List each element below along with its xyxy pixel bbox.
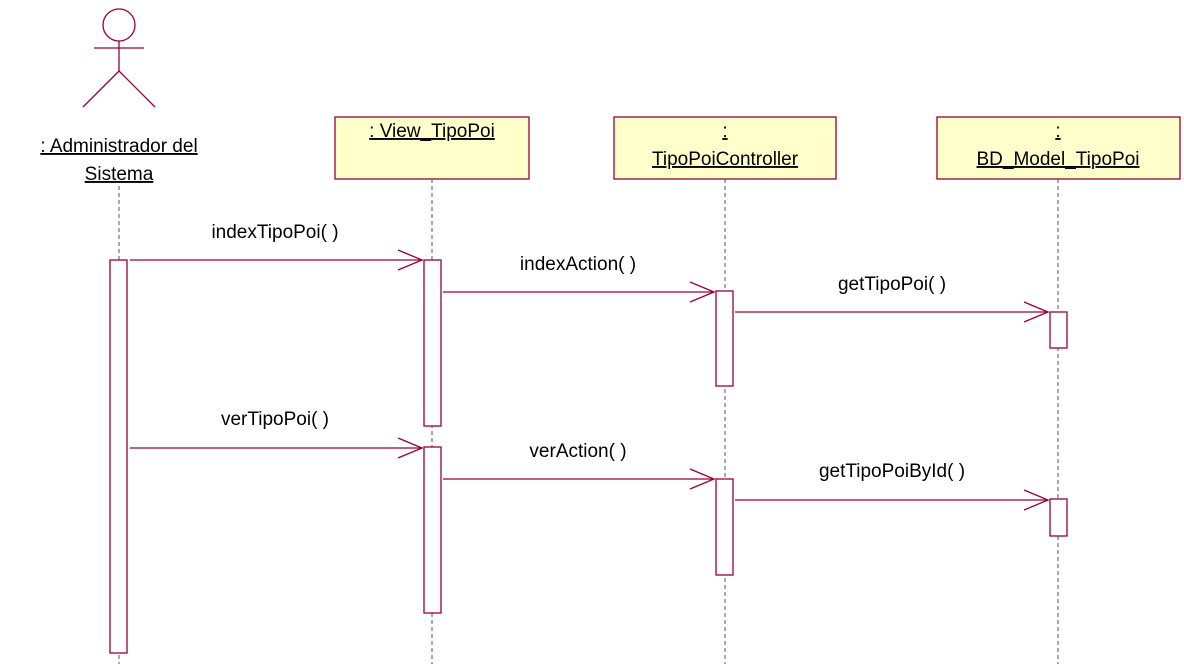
object-label-view: : View_TipoPoi [369, 121, 495, 142]
object-label-model-line2: BD_Model_TipoPoi [977, 149, 1140, 170]
message-label: verAction( ) [529, 441, 626, 462]
object-label-controller-line2: TipoPoiController [652, 149, 799, 170]
activation-controller-1 [715, 290, 734, 387]
message-index-tipo-poi: indexTipoPoi( ) [130, 222, 424, 271]
object-view-tipopoi: : View_TipoPoi [334, 116, 530, 180]
activation-view-2 [423, 446, 442, 614]
message-label: getTipoPoiById( ) [819, 461, 965, 482]
activation-view-1 [423, 259, 442, 427]
actor-label-line1: : Administrador del [40, 136, 197, 157]
actor-head [102, 8, 136, 42]
arrowhead [397, 437, 424, 459]
object-tipopoi-controller: : TipoPoiController [613, 116, 837, 180]
message-index-action: indexAction( ) [443, 254, 716, 303]
message-get-tipo-poi: getTipoPoi( ) [735, 274, 1050, 323]
arrowhead [1023, 489, 1050, 511]
message-ver-tipo-poi: verTipoPoi( ) [130, 409, 424, 459]
activation-model-2 [1049, 498, 1068, 537]
actor-figure [82, 8, 156, 108]
object-box-controller [613, 116, 837, 180]
message-ver-action: verAction( ) [443, 441, 716, 490]
arrowhead [1023, 301, 1050, 323]
actor-right-leg [118, 70, 156, 108]
object-label-model-line1: : [1055, 121, 1060, 142]
message-label: indexAction( ) [520, 254, 636, 275]
activation-model-1 [1049, 311, 1068, 349]
object-label-controller-line1: : [722, 121, 727, 142]
object-bd-model-tipopoi: : BD_Model_TipoPoi [936, 116, 1181, 180]
message-get-tipo-poi-by-id: getTipoPoiById( ) [735, 461, 1050, 511]
object-box-model [936, 116, 1181, 180]
actor-left-leg [82, 70, 120, 108]
activation-controller-2 [715, 478, 734, 576]
object-box-view [334, 116, 530, 180]
message-label: getTipoPoi( ) [838, 274, 946, 295]
activations [109, 259, 1068, 654]
message-label: verTipoPoi( ) [221, 409, 329, 430]
arrowhead [689, 281, 716, 303]
arrowhead [689, 468, 716, 490]
actor-label-line2: Sistema [85, 164, 154, 185]
message-label: indexTipoPoi( ) [211, 222, 338, 243]
arrowhead [397, 249, 424, 271]
activation-actor [109, 259, 128, 654]
